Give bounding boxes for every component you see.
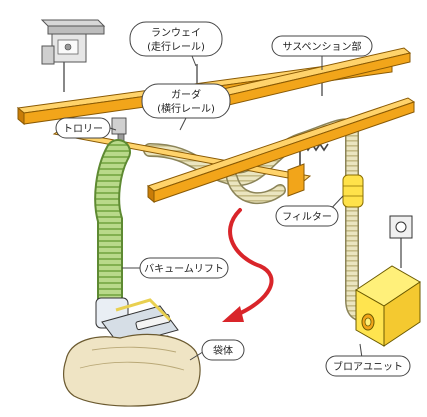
callout-suspension: サスペンション部 xyxy=(271,35,373,70)
lift-direction-arrow xyxy=(222,208,274,322)
callout-bag: 袋体 xyxy=(189,339,245,361)
label-suspension: サスペンション部 xyxy=(282,40,361,53)
callout-vacuum-lift: バキュームリフト xyxy=(122,257,229,279)
label-vacuum-lift: バキュームリフト xyxy=(144,263,224,275)
callout-filter: フィルター xyxy=(275,195,344,227)
blower-unit xyxy=(355,215,421,347)
label-filter: フィルター xyxy=(282,211,332,223)
label-runway-line2: (走行レール) xyxy=(147,40,205,53)
label-blower-unit: ブロアユニット xyxy=(333,360,403,373)
callout-girder: ガーダ (横行レール) xyxy=(141,83,231,131)
vacuum-lift-tube xyxy=(94,139,131,313)
filter xyxy=(342,174,364,208)
label-girder-line2: (横行レール) xyxy=(157,102,215,115)
girder-rail-right xyxy=(209,47,412,109)
bag xyxy=(63,333,201,407)
label-girder-line1: ガーダ xyxy=(171,88,201,101)
label-runway-line1: ランウェイ xyxy=(151,27,201,39)
beam-clamp xyxy=(40,19,106,65)
label-trolley: トロリー xyxy=(63,124,103,135)
callout-runway: ランウェイ (走行レール) xyxy=(129,21,223,67)
label-bag: 袋体 xyxy=(213,344,233,357)
callout-blower-unit: ブロアユニット xyxy=(325,343,411,377)
callout-trolley: トロリー xyxy=(55,117,117,139)
